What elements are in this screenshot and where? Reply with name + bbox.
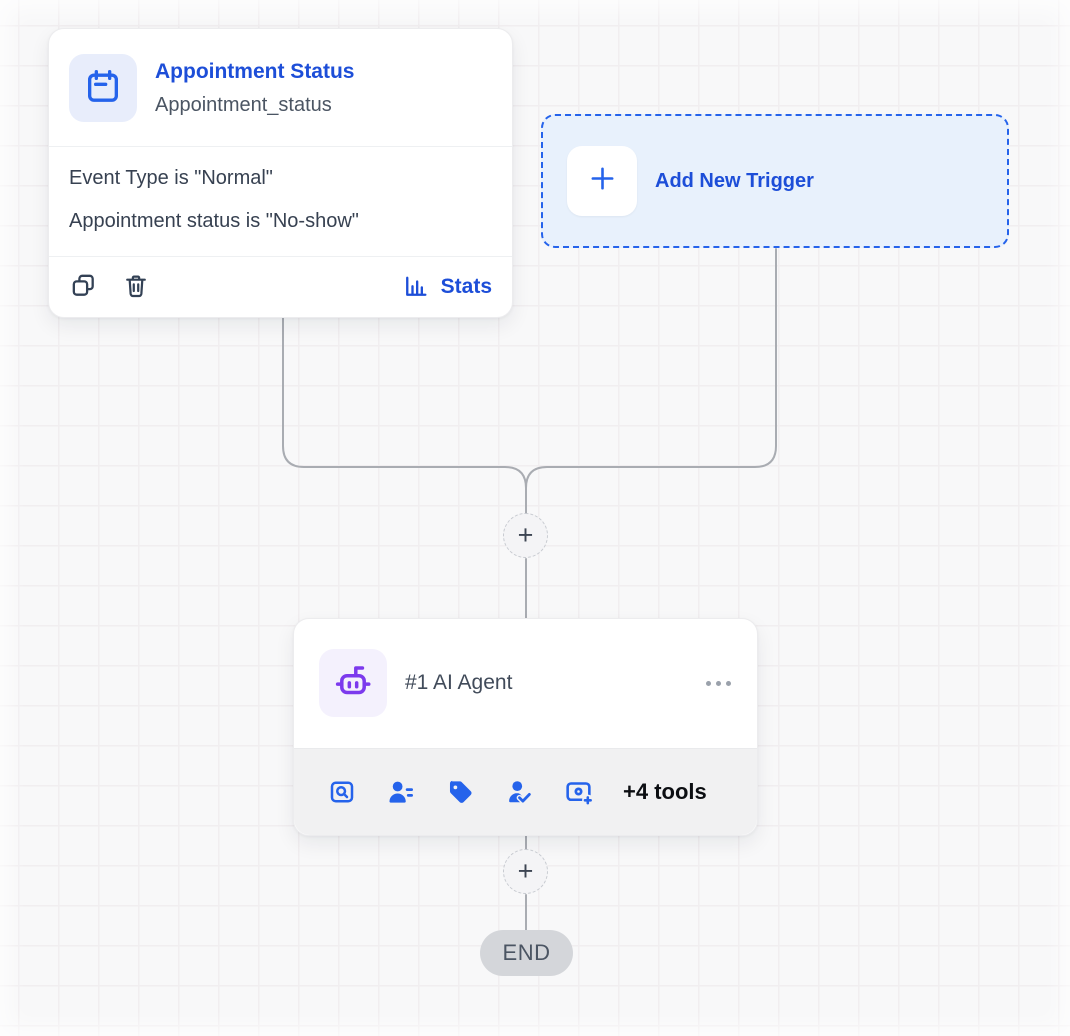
add-trigger-icon-tile xyxy=(567,146,637,216)
agent-card-header: #1 AI Agent xyxy=(294,619,757,748)
ellipsis-icon xyxy=(706,680,731,686)
add-step-node-bottom[interactable]: + xyxy=(503,849,548,894)
connector-addtrigger-to-merge xyxy=(525,248,777,501)
trigger-stats-button[interactable]: Stats xyxy=(402,272,492,303)
robot-icon xyxy=(332,660,374,707)
agent-title: #1 AI Agent xyxy=(405,671,513,695)
add-new-trigger-button[interactable]: Add New Trigger xyxy=(541,114,1009,248)
trigger-card-footer: Stats xyxy=(49,257,512,317)
end-node: END xyxy=(480,930,573,976)
add-trigger-label: Add New Trigger xyxy=(655,169,814,192)
trigger-card-appointment-status[interactable]: Appointment Status Appointment_status Ev… xyxy=(48,28,513,318)
trigger-filter-appointment-status: Appointment status is "No-show" xyxy=(69,210,359,232)
ai-agent-card[interactable]: #1 AI Agent xyxy=(293,618,758,836)
trash-icon xyxy=(122,272,150,303)
connector-trigger-to-merge xyxy=(282,316,527,515)
trigger-icon-tile xyxy=(69,54,137,122)
agent-tools-bar: +4 tools xyxy=(294,747,757,835)
tag-icon[interactable] xyxy=(445,777,475,807)
trigger-card-header: Appointment Status Appointment_status xyxy=(49,29,512,146)
trigger-titles: Appointment Status Appointment_status xyxy=(155,60,355,117)
add-step-node-top[interactable]: + xyxy=(503,513,548,558)
trigger-filter-event-type: Event Type is "Normal" xyxy=(69,167,273,189)
delete-trigger-button[interactable] xyxy=(122,272,150,303)
agent-icon-tile xyxy=(319,649,387,718)
trigger-title: Appointment Status xyxy=(155,59,355,83)
divider xyxy=(49,256,512,257)
copy-trigger-button[interactable] xyxy=(69,271,98,303)
trigger-stats-label: Stats xyxy=(440,275,492,298)
trigger-filters: Event Type is "Normal" Appointment statu… xyxy=(49,147,512,256)
preview-search-icon[interactable] xyxy=(327,777,357,807)
more-tools-label[interactable]: +4 tools xyxy=(623,778,707,804)
agent-menu-button[interactable] xyxy=(704,675,733,692)
copy-icon xyxy=(69,271,98,303)
user-check-icon[interactable] xyxy=(504,777,534,807)
capture-add-icon[interactable] xyxy=(563,776,594,807)
trigger-subtitle: Appointment_status xyxy=(155,93,332,116)
calendar-icon xyxy=(83,66,123,111)
contact-details-icon[interactable] xyxy=(386,777,416,807)
bar-chart-icon xyxy=(402,272,430,303)
plus-icon xyxy=(587,163,618,199)
divider xyxy=(49,146,512,147)
